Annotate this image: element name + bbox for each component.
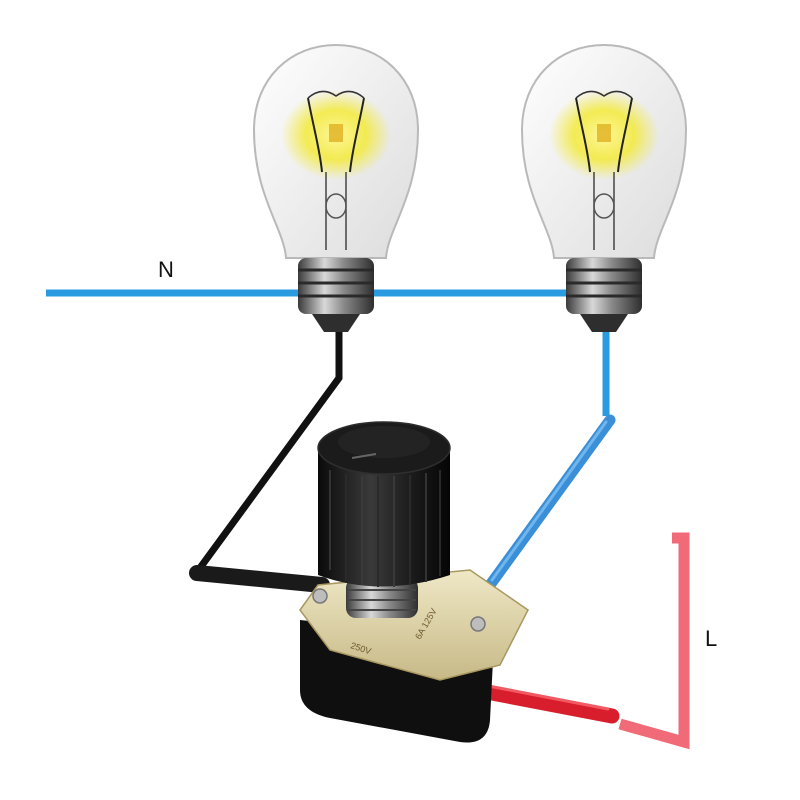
light-bulb-icon	[252, 43, 420, 332]
blue-lead-wire	[484, 322, 616, 591]
live-label: L	[705, 626, 717, 651]
neutral-label: N	[158, 257, 174, 282]
light-bulb-icon	[520, 43, 688, 332]
rotary-dimmer-switch-icon: 250V 6A 125V	[299, 421, 529, 743]
switched-wire	[189, 322, 343, 593]
